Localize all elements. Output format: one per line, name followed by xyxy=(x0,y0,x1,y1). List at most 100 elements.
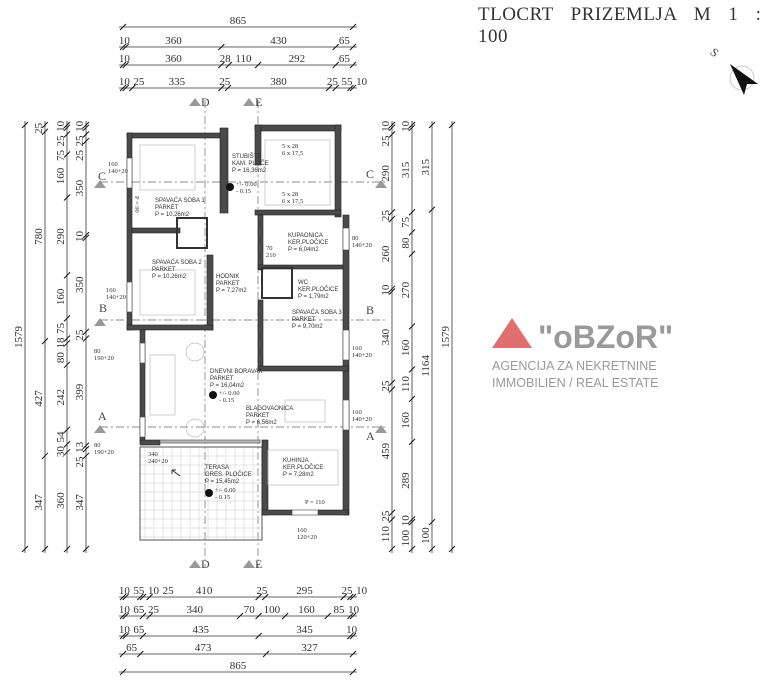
dimension-value: 160 xyxy=(55,288,67,305)
dimension-tick xyxy=(63,545,71,553)
dimension-value: 100 xyxy=(264,604,281,616)
dimension-tick xyxy=(122,43,130,51)
dimension-value: 25 xyxy=(380,210,392,222)
window-kitchen xyxy=(291,509,319,516)
dimension-value: 1579 xyxy=(440,326,452,349)
dimension-tick xyxy=(63,124,71,132)
opening-height: 6 x 17,5 xyxy=(282,198,303,205)
opening-height: 190+20 xyxy=(94,355,114,362)
dimension-value: 110 xyxy=(400,376,412,393)
level-main: +/- 0.00 xyxy=(215,487,236,494)
room-floor: GRES. PLOČICE xyxy=(205,471,252,478)
dimension-tick xyxy=(82,545,90,553)
opening-width: 160 xyxy=(108,161,118,168)
dimension-value: 25 xyxy=(380,135,392,147)
dimension-value: 28 xyxy=(220,53,232,65)
room-floor: PARKET xyxy=(216,281,240,287)
dimension-tick xyxy=(325,84,333,92)
dimension-value: 473 xyxy=(195,642,212,654)
dimension-tick xyxy=(448,545,456,553)
dimension-value: 25 xyxy=(74,150,86,162)
dimension-value: 360 xyxy=(55,492,67,509)
dimension-value: 10 xyxy=(356,585,368,597)
dimension-tick xyxy=(388,379,396,387)
dimension-tick xyxy=(122,593,130,601)
dimension-tick xyxy=(63,194,71,201)
room-name: HODNIK xyxy=(216,274,239,280)
dimension-value: 65 xyxy=(339,35,351,47)
opening-width: 70 xyxy=(266,245,273,252)
north-arrow-icon xyxy=(730,64,758,95)
section-c-right-triangle xyxy=(375,180,387,188)
opening-width: 160 xyxy=(352,345,362,352)
dimension-value: 80 xyxy=(55,352,67,364)
dimension-tick xyxy=(346,632,354,640)
section-c-left: C xyxy=(98,169,106,183)
dimension-value: 10 xyxy=(74,120,86,132)
opening-width: 340 xyxy=(148,451,158,458)
dimension-value: 25 xyxy=(74,456,86,468)
dimension-tick xyxy=(119,593,127,601)
watermark-line1: AGENCIJA ZA NEKRETNINE xyxy=(492,359,657,373)
dimension-value: 347 xyxy=(33,494,45,511)
level-marker-terrace: +/- 0.00 - 0.15 xyxy=(205,487,236,501)
dimension-tick xyxy=(332,43,340,51)
dimension-tick xyxy=(146,612,153,620)
opening-width: 80 xyxy=(352,235,359,242)
terrace-tiles xyxy=(139,446,263,541)
dimension-value: 25 xyxy=(148,604,160,616)
room-area: P = 9,70m2 xyxy=(292,324,323,330)
dimension-tick xyxy=(41,121,49,129)
dimension-value: 327 xyxy=(301,642,318,654)
watermark-logo: "oBZoR" AGENCIJA ZA NEKRETNINE IMMOBILIE… xyxy=(492,318,673,390)
section-a-left: A xyxy=(98,409,107,423)
dimension-tick xyxy=(388,516,396,523)
watermark-logo-text: "oBZoR" xyxy=(538,319,673,355)
opening-width: 160 xyxy=(106,287,116,294)
dimension-tick xyxy=(428,518,436,526)
opening-height: 240+20 xyxy=(148,458,168,465)
section-a-right-triangle xyxy=(375,425,387,433)
section-e-bottom-triangle xyxy=(243,560,255,568)
dimension-tick xyxy=(63,339,71,347)
room-name: TERASA xyxy=(205,465,229,471)
dimension-value: 10 xyxy=(119,76,131,88)
room-floor: PARKET xyxy=(210,376,234,382)
room-floor: KER.PLOČICE xyxy=(298,286,338,293)
section-b-left-triangle xyxy=(94,318,106,326)
dimension-value: 65 xyxy=(133,624,145,636)
dimension-row: 865 xyxy=(119,660,357,676)
room-name: STUBIŠTE xyxy=(232,153,261,160)
dimension-tick xyxy=(122,612,130,620)
dimension-tick xyxy=(408,124,416,132)
dimension-value: 865 xyxy=(230,660,247,672)
dimension-tick xyxy=(349,43,357,51)
dimension-tick xyxy=(136,593,144,601)
dimension-tick xyxy=(82,234,90,242)
dimension-tick xyxy=(82,442,90,449)
dimension-tick xyxy=(82,328,90,336)
dimension-value: 25 xyxy=(219,76,231,88)
dimension-tick xyxy=(349,23,357,31)
dimension-tick xyxy=(225,61,233,69)
dimension-value: 295 xyxy=(296,585,313,597)
dimension-tick xyxy=(408,250,416,258)
dimension-tick xyxy=(119,668,127,676)
dimension-tick xyxy=(119,61,127,69)
room-floor: PARKET xyxy=(152,267,176,273)
terrace-sliding-door xyxy=(159,439,261,444)
dimension-value: 25 xyxy=(55,135,67,147)
dimension-value: 10 xyxy=(55,120,67,132)
dimension-tick xyxy=(408,208,416,216)
